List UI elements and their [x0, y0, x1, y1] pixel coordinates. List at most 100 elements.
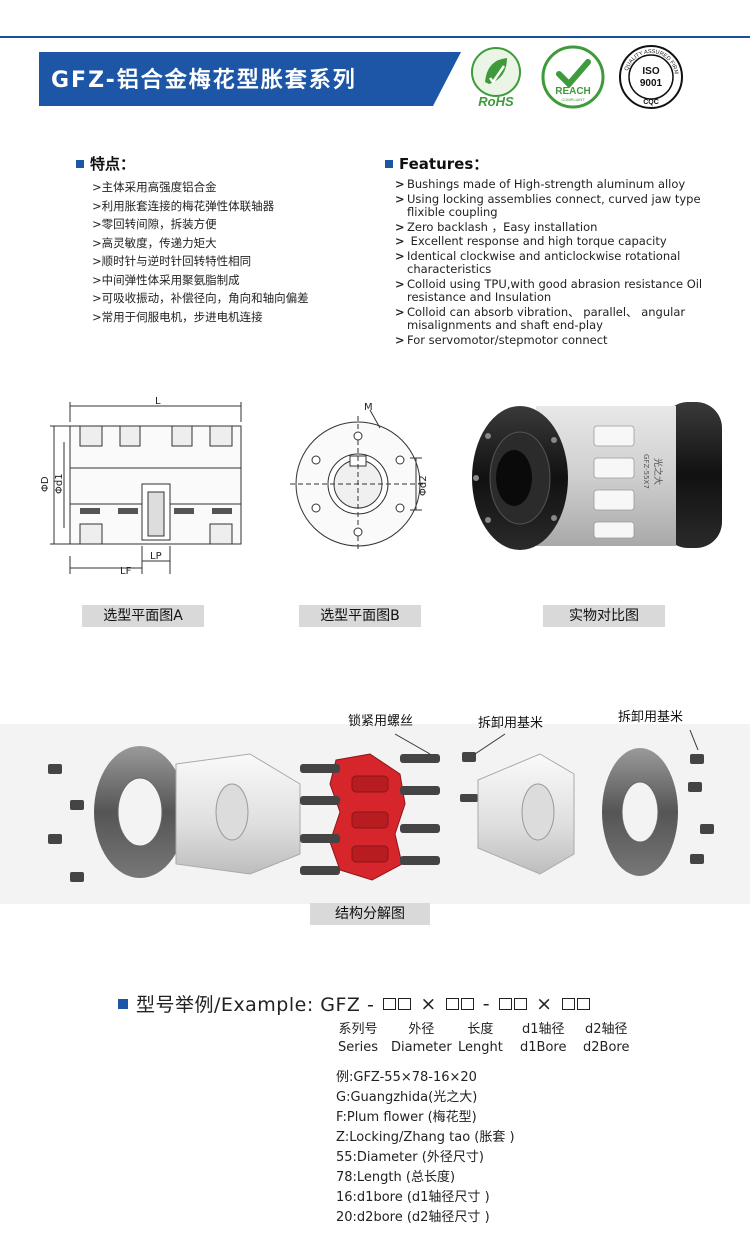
top-rule — [0, 36, 750, 38]
title-banner: GFZ-铝合金梅花型胀套系列 — [39, 52, 461, 106]
feature-cn-item: >可吸收振动，补偿径向，角向和轴向偏差 — [92, 291, 309, 305]
iso-icon: QUALITY ASSURED FIRM ISO 9001 CQC — [619, 45, 683, 109]
dim-d1: Φd1 — [54, 473, 65, 494]
placeholder-box-icon — [561, 993, 591, 1015]
feature-en-item: >Colloid can absorb vibration、 parallel、… — [385, 304, 725, 333]
example-prefix: 型号举例/Example: GFZ - — [136, 994, 375, 1016]
features-cn: 特点： >主体采用高强度铝合金 >利用胀套连接的梅花弹性体联轴器 >零回转间隙，拆装… — [76, 153, 366, 326]
exploded-illustration — [0, 724, 750, 904]
dim-d2: Φd2 — [418, 475, 429, 496]
feature-en-item: >Zero backlash ，Easy installation — [385, 219, 725, 235]
square-bullet-icon — [118, 998, 128, 1009]
feature-en-text: For servomotor/stepmotor connect — [407, 332, 608, 347]
feature-en-item: >Colloid using TPU,with good abrasion re… — [385, 276, 725, 305]
feature-en-item: > Excellent response and high torque cap… — [385, 234, 725, 249]
example-dash: - — [482, 992, 491, 1015]
reach-label: REACH — [555, 86, 591, 97]
features-en-heading: Features： — [385, 153, 725, 174]
feature-cn-item: >高灵敏度，传递力矩大 — [92, 235, 217, 250]
chevron-right-icon: > — [395, 219, 405, 234]
chevron-right-icon: > — [395, 276, 405, 291]
feature-en-item: >Bushings made of High-strength aluminum… — [385, 177, 725, 192]
chevron-right-icon: > — [395, 234, 405, 248]
example-list-item: 16:d1bore (d1轴径尺寸 ) — [336, 1190, 490, 1205]
example-times-1: × — [420, 992, 437, 1015]
feature-en-text: Identical clockwise and anticlockwise ro… — [407, 248, 681, 276]
example-list-item: 例:GFZ-55×78-16×20 — [336, 1070, 477, 1085]
label-removal-1: 拆卸用基米 — [478, 716, 544, 731]
caption-a: 选型平面图A — [82, 605, 204, 627]
hatch-marks — [80, 508, 232, 514]
feature-en-text: Colloid using TPU,with good abrasion res… — [407, 276, 703, 304]
placeholder-box-icon — [498, 993, 528, 1015]
exploded-view: 锁紧用螺丝 拆卸用基米 拆卸用基米 — [0, 710, 750, 904]
photo-engraving: 光之大 — [652, 458, 664, 485]
caption-exploded: 结构分解图 — [310, 903, 430, 925]
dim-m: M — [364, 402, 373, 413]
dim-lp: LP — [150, 551, 162, 562]
features-en-list: >Bushings made of High-strength aluminum… — [385, 177, 725, 348]
feature-en-item: >Identical clockwise and anticlockwise r… — [385, 248, 725, 277]
iso-number: 9001 — [640, 78, 663, 89]
photo-model: GFZ-55X7 — [642, 454, 650, 489]
chevron-right-icon: > — [395, 177, 405, 191]
iso-badge: QUALITY ASSURED FIRM ISO 9001 CQC — [618, 44, 684, 110]
example-list-item: Z:Locking/Zhang tao (胀套 ) — [336, 1130, 515, 1145]
screws — [48, 752, 714, 882]
feature-en-item: >For servomotor/stepmotor connect — [385, 332, 725, 348]
example-list-item: 20:d2bore (d2轴径尺寸 ) — [336, 1210, 490, 1225]
dim-d: ΦD — [40, 476, 51, 492]
feature-en-text: Bushings made of High-strength aluminum … — [407, 177, 686, 191]
example-line: 型号举例/Example: GFZ - × - × — [118, 990, 591, 1017]
example-list-item: G:Guangzhida(光之大) — [336, 1090, 478, 1105]
feature-en-item: >Using locking assemblies connect, curve… — [385, 191, 725, 220]
feature-en-text: Zero backlash ，Easy installation — [407, 219, 598, 234]
rohs-label: RoHS — [478, 94, 514, 109]
dim-l: L — [155, 396, 161, 407]
feature-cn-item: >主体采用高强度铝合金 — [92, 180, 217, 194]
spider-element — [329, 753, 406, 881]
chevron-right-icon: > — [395, 248, 405, 263]
example-list-item: 78:Length (总长度) — [336, 1170, 456, 1185]
reach-sub-label: COMPLIANT — [561, 97, 585, 102]
chevron-right-icon: > — [395, 191, 405, 206]
reach-badge: REACH COMPLIANT — [540, 44, 606, 110]
chevron-right-icon: > — [395, 332, 405, 347]
features-cn-list: >主体采用高强度铝合金 >利用胀套连接的梅花弹性体联轴器 >零回转间隙，拆装方便 >高… — [76, 178, 366, 326]
reach-icon: REACH COMPLIANT — [541, 45, 605, 109]
bolt-holes — [311, 431, 405, 537]
features-cn-heading: 特点： — [76, 153, 366, 174]
feature-cn-item: >零回转间隙，拆装方便 — [92, 217, 217, 231]
iso-label: ISO — [642, 66, 659, 77]
drawing-a: L ΦD Φd1 LF LP — [40, 396, 242, 576]
feature-cn-item: >顺时针与逆时针回转特性相同 — [92, 254, 252, 268]
caption-b: 选型平面图B — [299, 605, 421, 627]
feature-cn-item: >中间弹性体采用聚氨脂制成 — [92, 272, 240, 287]
rohs-icon: RoHS — [471, 47, 521, 109]
rohs-badge: RoHS — [463, 44, 529, 110]
drawing-b: M Φd2 — [290, 402, 429, 552]
feature-cn-item: >利用胀套连接的梅花弹性体联轴器 — [92, 198, 275, 213]
feature-cn-item: >常用于伺服电机，步进电机连接 — [92, 309, 263, 324]
product-photo: 光之大 GFZ-55X7 — [472, 402, 722, 550]
example-list-item: 55:Diameter (外径尺寸) — [336, 1150, 484, 1165]
square-bullet-icon — [385, 159, 393, 168]
dim-lf: LF — [120, 566, 132, 576]
placeholder-box-icon — [382, 993, 412, 1015]
square-bullet-icon — [76, 159, 84, 168]
feature-en-text: Colloid can absorb vibration、 parallel、 … — [407, 304, 686, 332]
features-en: Features： >Bushings made of High-strengt… — [385, 153, 725, 348]
placeholder-box-icon — [445, 993, 475, 1015]
page-title: GFZ-铝合金梅花型胀套系列 — [51, 68, 357, 93]
feature-en-text: Using locking assemblies connect, curved… — [407, 191, 701, 219]
feature-en-text: Excellent response and high torque capac… — [407, 234, 667, 248]
label-removal-2: 拆卸用基米 — [618, 710, 684, 725]
chevron-right-icon: > — [395, 304, 405, 319]
cqc-label: CQC — [643, 99, 659, 106]
